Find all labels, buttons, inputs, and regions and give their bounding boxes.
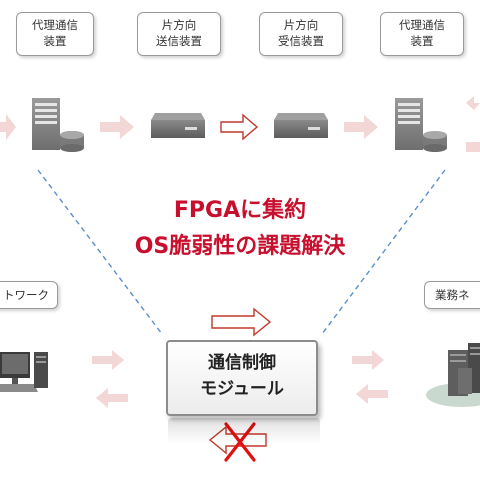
module-shadow — [168, 418, 320, 444]
server-with-database-icon — [395, 98, 447, 152]
label-proxy-left-line2: 装置 — [43, 34, 67, 48]
server-cluster-icon — [426, 343, 480, 407]
arrow-module-to-pc — [96, 388, 128, 408]
arrow-top-edge-left — [0, 114, 16, 140]
communication-control-module: 通信制御 モジュール — [166, 340, 318, 416]
red-x-icon — [224, 422, 256, 462]
arrow-top-edge-right-lower — [466, 142, 480, 152]
top-row-arrows — [0, 96, 480, 152]
arrow-proxy-to-sender — [100, 115, 134, 139]
dashed-line-right — [321, 169, 446, 335]
arrow-module-forward — [211, 307, 272, 337]
arrow-top-edge-right-upper — [466, 96, 480, 110]
arrow-receiver-to-proxy — [344, 115, 378, 139]
label-sender: 片方向 送信装置 — [137, 12, 221, 56]
label-sender-line2: 送信装置 — [156, 34, 202, 48]
network-appliance-icon — [274, 113, 328, 138]
arrow-module-to-business — [352, 350, 384, 370]
dashed-connector-lines — [37, 169, 446, 335]
module-label-line1: 通信制御 — [208, 353, 276, 373]
label-receiver: 片方向 受信装置 — [259, 12, 343, 56]
label-sender-line1: 片方向 — [161, 18, 197, 32]
arrow-sender-to-receiver — [220, 113, 259, 141]
label-proxy-right-line2: 装置 — [410, 34, 434, 48]
label-proxy-right: 代理通信 装置 — [380, 12, 464, 56]
label-receiver-line1: 片方向 — [283, 18, 319, 32]
label-right-network: 業務ネ — [424, 281, 480, 309]
desktop-pc-icon — [0, 352, 48, 392]
label-proxy-left: 代理通信 装置 — [16, 12, 94, 56]
arrow-pc-to-module — [92, 350, 124, 370]
module-label-line2: モジュール — [200, 379, 284, 399]
label-right-network-text: 業務ネ — [435, 288, 470, 302]
network-appliance-icon — [151, 113, 205, 138]
headline-line1: FPGAに集約 — [173, 198, 307, 223]
label-left-network: トワーク — [0, 281, 58, 309]
label-proxy-left-line1: 代理通信 — [32, 18, 78, 32]
arrow-business-to-module — [356, 384, 388, 404]
headline-line2: OS脆弱性の課題解決 — [134, 234, 346, 259]
label-proxy-right-line1: 代理通信 — [399, 18, 445, 32]
server-with-database-icon — [32, 98, 84, 152]
label-receiver-line2: 受信装置 — [278, 34, 324, 48]
label-left-network-text: トワーク — [3, 288, 49, 302]
dashed-line-left — [37, 169, 163, 335]
